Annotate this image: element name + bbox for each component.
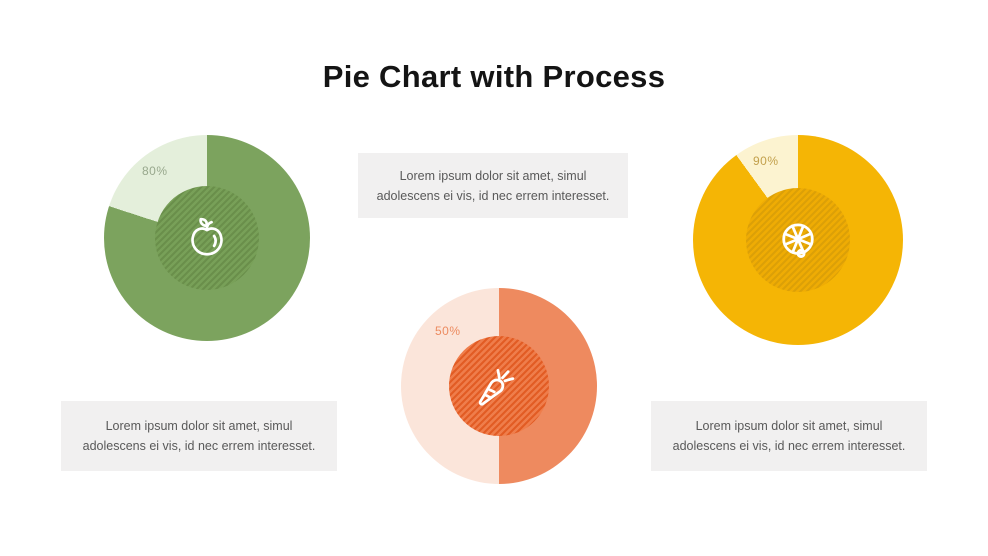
pie-chart-lemon: 90% <box>693 135 903 345</box>
percent-label: 80% <box>142 164 168 178</box>
hatch-circle <box>155 186 259 290</box>
page-title: Pie Chart with Process <box>322 58 666 94</box>
pie-chart-apple: 80% <box>104 135 310 341</box>
apple-icon <box>191 217 223 256</box>
hatch-circle <box>449 336 549 436</box>
description-text: adolescens ei vis, id nec errem interess… <box>672 439 906 453</box>
percent-label: 50% <box>435 324 461 338</box>
description-text: Lorem ipsum dolor sit amet, simul <box>105 419 293 433</box>
description-text: adolescens ei vis, id nec errem interess… <box>376 188 610 203</box>
lemon-slice-icon <box>782 223 814 258</box>
description-box: Lorem ipsum dolor sit amet, simul adoles… <box>651 401 927 471</box>
description-text: adolescens ei vis, id nec errem interess… <box>82 439 316 453</box>
percent-label: 90% <box>753 154 779 168</box>
description-box: Lorem ipsum dolor sit amet, simul adoles… <box>61 401 337 471</box>
carrot-icon <box>478 369 515 406</box>
description-text: Lorem ipsum dolor sit amet, simul <box>695 419 883 433</box>
hatch-circle <box>746 188 850 292</box>
description-box: Lorem ipsum dolor sit amet, simul adoles… <box>358 153 628 218</box>
description-text: Lorem ipsum dolor sit amet, simul <box>399 168 587 183</box>
pie-chart-carrot: 50% <box>401 288 597 484</box>
